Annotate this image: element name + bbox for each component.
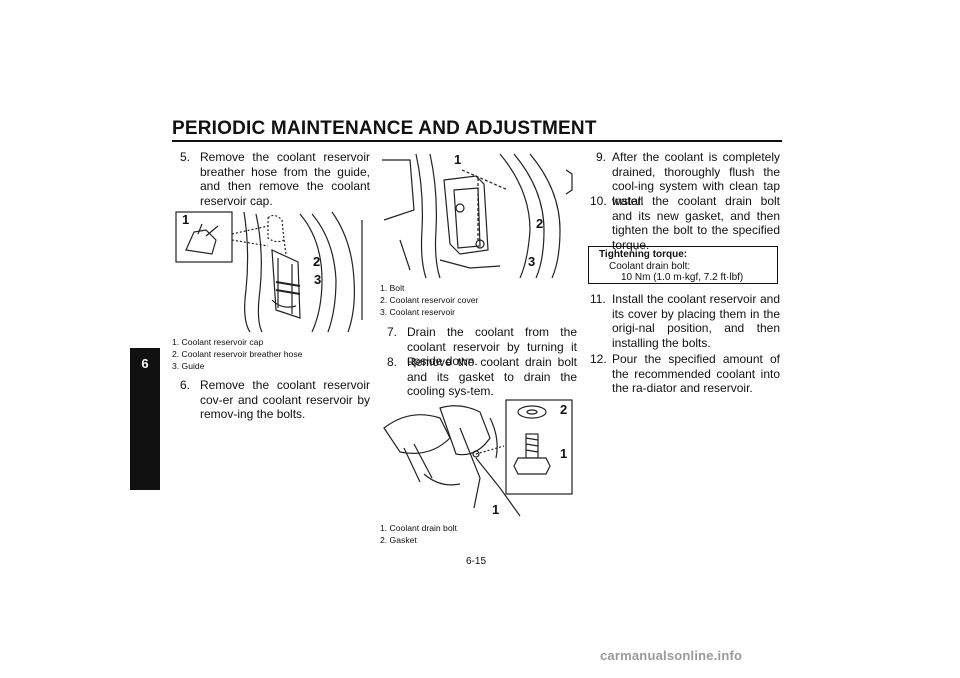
step-number: 11. — [590, 292, 606, 306]
caption-line: 3. Guide — [172, 361, 205, 371]
step-12: 12. Pour the specified amount of the reco… — [590, 352, 780, 396]
figure-1-caption: 1. Coolant reservoir cap 2. Coolant rese… — [172, 336, 302, 372]
step-text: Drain the coolant from the coolant reser… — [407, 325, 577, 368]
page-title: PERIODIC MAINTENANCE AND ADJUSTMENT — [172, 118, 597, 139]
caption-line: 1. Coolant drain bolt — [380, 523, 457, 533]
step-5: 5. Remove the coolant reservoir breather … — [180, 150, 370, 208]
step-number: 12. — [590, 352, 607, 366]
step-number: 6. — [180, 378, 191, 392]
callout-2: 2 — [560, 402, 568, 417]
callout-1: 1 — [454, 152, 462, 167]
step-text: Pour the specified amount of the recomme… — [612, 352, 780, 395]
figure-illustration — [382, 153, 573, 279]
caption-line: 1. Bolt — [380, 283, 405, 293]
step-number: 10. — [590, 194, 607, 208]
callout-3: 3 — [314, 272, 322, 287]
caption-line: 2. Coolant reservoir breather hose — [172, 349, 303, 359]
chapter-tab: 6 — [130, 348, 160, 490]
figure-coolant-reservoir-cover: 1 2 3 — [380, 150, 576, 280]
step-text: Install the coolant drain bolt and its n… — [612, 194, 780, 252]
step-number: 9. — [596, 150, 607, 164]
step-9: 9. After the coolant is completely draine… — [590, 150, 780, 208]
torque-title: Tightening torque: — [599, 249, 688, 260]
caption-line: 1. Coolant reservoir cap — [172, 337, 264, 347]
callout-1-bottom: 1 — [492, 502, 500, 517]
step-text: Install the coolant reservoir and its co… — [612, 292, 780, 350]
step-text: After the coolant is completely drained,… — [612, 150, 780, 208]
figure-illustration — [383, 399, 573, 517]
footer-watermark[interactable]: carmanualsonline.info — [600, 648, 743, 663]
header-rule — [172, 140, 782, 142]
step-text: Remove the coolant reservoir cov-er and … — [200, 378, 370, 421]
step-10: 10. Install the coolant drain bolt and it… — [590, 194, 780, 252]
torque-value: 10 Nm (1.0 m·kgf, 7.2 ft·lbf) — [621, 272, 744, 283]
page-number: 6-15 — [466, 556, 487, 567]
step-7: 7. Drain the coolant from the coolant res… — [387, 325, 577, 369]
figure-coolant-drain-bolt: 2 1 1 — [380, 398, 576, 520]
callout-1: 1 — [182, 212, 190, 227]
callout-3: 3 — [528, 254, 536, 269]
caption-line: 2. Coolant reservoir cover — [380, 295, 479, 305]
step-number: 8. — [387, 355, 398, 369]
step-8: 8. Remove the coolant drain bolt and its … — [387, 355, 577, 399]
caption-line: 2. Gasket — [380, 535, 417, 545]
tightening-torque-box: Tightening torque: Coolant drain bolt: 1… — [588, 246, 778, 284]
caption-line: 3. Coolant reservoir — [380, 307, 455, 317]
torque-item: Coolant drain bolt: — [609, 260, 691, 272]
callout-2: 2 — [536, 216, 544, 231]
step-11: 11. Install the coolant reservoir and its… — [590, 292, 780, 350]
callout-2: 2 — [313, 254, 321, 269]
figure-3-caption: 1. Coolant drain bolt 2. Gasket — [380, 522, 457, 546]
step-text: Remove the coolant drain bolt and its ga… — [407, 355, 577, 398]
figure-coolant-reservoir-cap: 1 2 3 — [172, 210, 366, 334]
callout-1: 1 — [560, 446, 568, 461]
chapter-tab-number: 6 — [141, 356, 149, 371]
step-number: 5. — [180, 150, 191, 164]
step-text: Remove the coolant reservoir breather ho… — [200, 150, 370, 208]
figure-2-caption: 1. Bolt 2. Coolant reservoir cover 3. Co… — [380, 282, 478, 318]
step-number: 7. — [387, 325, 398, 339]
figure-illustration — [175, 211, 363, 333]
step-6: 6. Remove the coolant reservoir cov-er an… — [180, 378, 370, 422]
